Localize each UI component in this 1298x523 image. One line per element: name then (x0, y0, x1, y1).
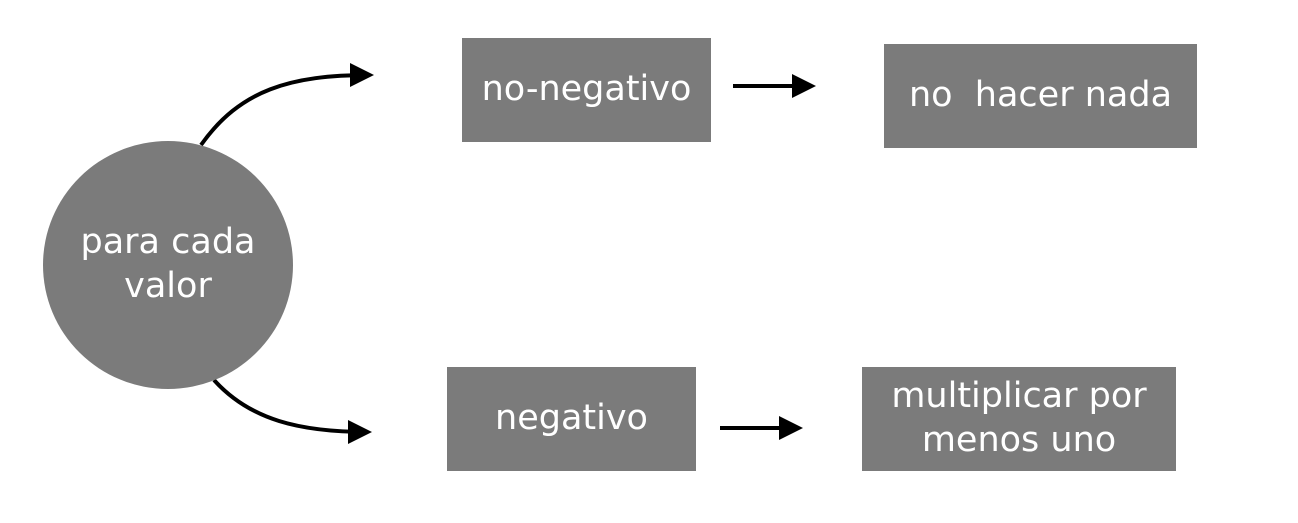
start-node-label: para cada valor (80, 222, 256, 306)
do-nothing-node: no hacer nada (884, 44, 1197, 148)
start-node-for-each-value: para cada valor (43, 141, 293, 389)
arrow-to-negative (212, 378, 372, 444)
nonnegative-node: no-negativo (462, 38, 711, 142)
multiply-node-label: multiplicar por menos uno (891, 376, 1147, 460)
arrow-to-nonnegative (199, 63, 374, 147)
do-nothing-node-label: no hacer nada (908, 75, 1173, 116)
multiply-by-minus-one-node: multiplicar por menos uno (862, 367, 1176, 471)
negative-node-label: negativo (495, 398, 648, 439)
nonnegative-node-label: no-negativo (481, 69, 692, 110)
negative-node: negativo (447, 367, 696, 471)
